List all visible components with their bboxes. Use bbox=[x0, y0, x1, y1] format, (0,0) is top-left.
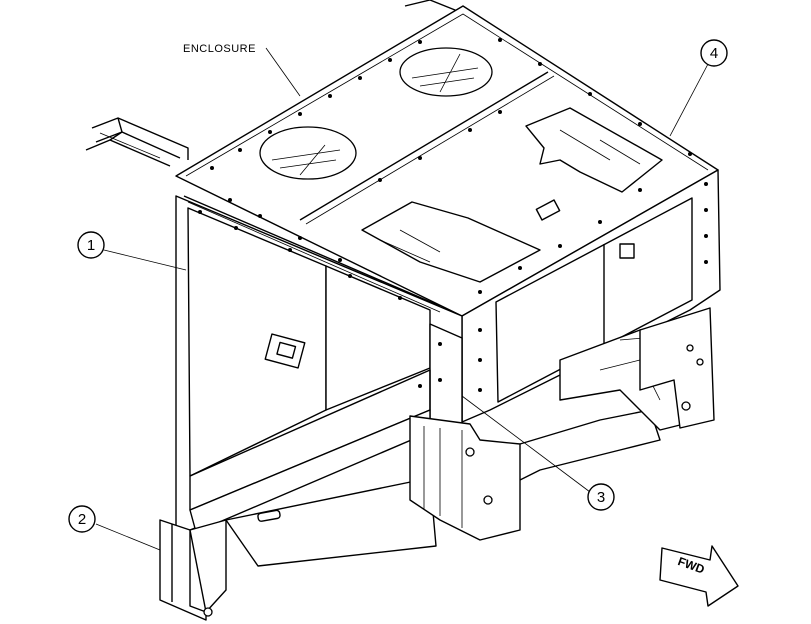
panel-3 bbox=[429, 323, 463, 433]
deck-fasteners bbox=[210, 38, 692, 294]
enclosure-label: ENCLOSURE bbox=[183, 43, 256, 55]
callout-4: 4 bbox=[700, 39, 728, 67]
callout-3: 3 bbox=[587, 483, 615, 511]
right-side-door bbox=[495, 197, 693, 403]
callout-1: 1 bbox=[77, 231, 105, 259]
callout-1-text: 1 bbox=[87, 237, 95, 254]
lower-frame bbox=[409, 307, 715, 541]
enclosure-left-side bbox=[175, 195, 463, 537]
lower-tray bbox=[225, 477, 437, 567]
top-round-opening-front bbox=[259, 126, 357, 180]
enclosure-top-deck bbox=[175, 5, 719, 317]
callout-4-text: 4 bbox=[710, 45, 718, 62]
right-door-latch bbox=[619, 243, 635, 259]
top-rect-opening-left bbox=[361, 201, 541, 283]
top-round-opening-rear bbox=[399, 47, 493, 97]
rear-frame-rails bbox=[85, 0, 456, 167]
callout-2: 2 bbox=[68, 505, 96, 533]
callout-3-text: 3 bbox=[597, 489, 605, 506]
leader-lines bbox=[95, 47, 709, 551]
top-access-plate bbox=[535, 199, 561, 221]
enclosure-right-side bbox=[461, 169, 721, 423]
forward-direction-arrow: FWD bbox=[659, 545, 739, 607]
lower-support-bracket bbox=[159, 477, 437, 621]
callout-2-text: 2 bbox=[78, 511, 86, 528]
